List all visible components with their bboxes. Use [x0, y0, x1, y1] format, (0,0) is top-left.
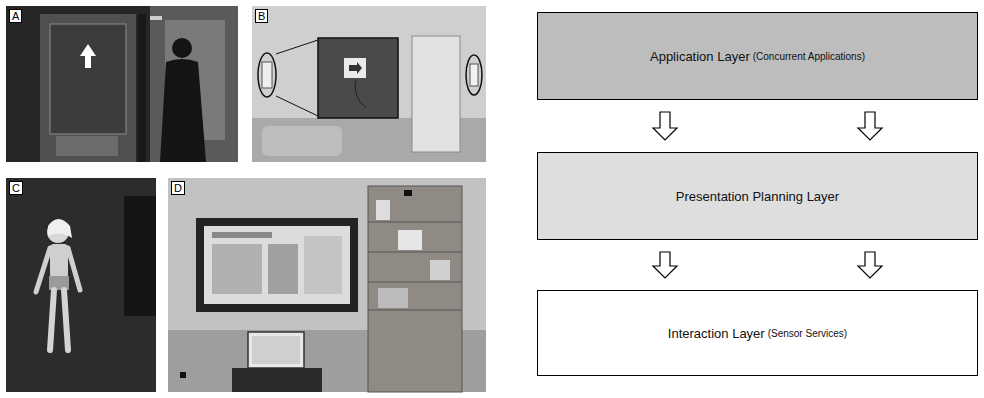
panel-letter: C [9, 181, 23, 195]
layer-title: Presentation Planning Layer [676, 189, 839, 204]
panel-letter: D [171, 181, 185, 195]
photo-d [168, 178, 486, 392]
block-arrow [858, 112, 882, 140]
panel-letter: B [255, 9, 268, 23]
block-arrow [858, 252, 882, 278]
layer-subtitle: (Sensor Services) [768, 328, 847, 339]
layer-title: Application Layer [650, 49, 750, 64]
photo-b [252, 6, 486, 162]
layer-box: Interaction Layer(Sensor Services) [537, 290, 978, 376]
photo-a [6, 6, 238, 162]
photo-c [6, 178, 156, 392]
layer-box: Application Layer(Concurrent Application… [537, 12, 978, 100]
block-arrow [653, 112, 677, 140]
layer-subtitle: (Concurrent Applications) [753, 51, 865, 62]
panel-letter: A [9, 9, 22, 23]
layer-box: Presentation Planning Layer [537, 152, 978, 240]
layer-title: Interaction Layer [668, 326, 765, 341]
block-arrow [653, 252, 677, 278]
